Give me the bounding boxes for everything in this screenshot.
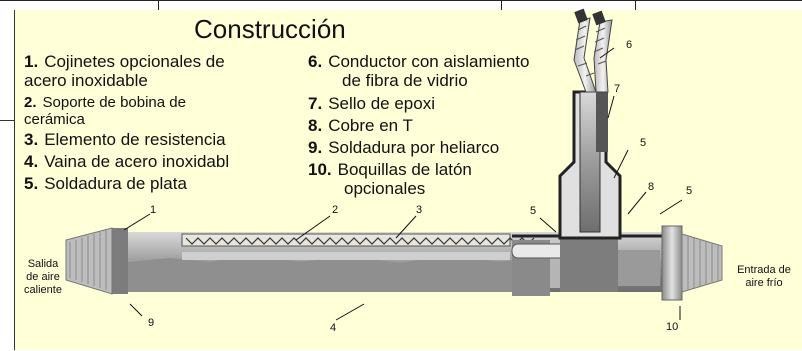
page-title: Construcción [194,14,346,44]
legend-item-8: 8. Cobre en T [308,116,413,135]
legend-text: Soldadura por heliarco [328,138,500,157]
callout-1: 1 [150,204,156,216]
left-fitting [112,228,128,294]
legend-text: Conductor con aislamiento [328,52,530,71]
callout-10: 10 [666,321,678,333]
ceramic-support [181,233,511,247]
legend-number: 5. [24,174,39,193]
top-divider [158,0,159,10]
callout-9: 9 [148,317,154,329]
top-divider [635,0,636,10]
epoxy-seal [596,92,608,152]
legend-item-4: 4. Vaina de acero inoxidabl [24,152,229,171]
hot-air-outlet-label: Salida de aire caliente [18,258,68,297]
legend-item-6: 6. Conductor con aislamiento de fibra de … [308,52,529,90]
legend-number: 10. [308,160,332,179]
label-line: Entrada de [737,264,791,276]
label-line: de aire [26,271,60,283]
legend-item-9: 9. Soldadura por heliarco [308,138,499,157]
legend-number: 4. [24,152,39,171]
legend-text: opcionales [344,179,426,198]
legend-text: de fibra de vidrio [342,71,468,90]
callout-7: 7 [614,83,620,95]
legend-number: 6. [308,52,323,71]
legend-text: Boquillas de latón [337,160,472,179]
legend-number: 8. [308,116,323,135]
legend-number: 7. [308,94,323,113]
legend-text: Sello de epoxi [328,94,435,113]
side-box [0,120,14,351]
t-fitting-neck [550,248,560,288]
legend-item-3: 3. Elemento de resistencia [24,130,226,149]
cold-air-inlet-label: Entrada de aire frío [728,264,800,290]
callout-8: 8 [648,181,654,193]
legend-text: Soporte de bobina de [42,94,186,111]
top-divider [501,0,502,10]
legend-item-10: 10. Boquillas de latón opcionales [308,160,472,198]
legend-text: Cojinetes opcionales de [44,52,225,71]
coil-lower-band [182,252,510,260]
left-end-cap [65,227,113,295]
callout-4: 4 [330,322,336,334]
callout-5b: 5 [640,137,646,149]
t-body [560,238,618,292]
t-right-neck [618,250,660,286]
legend-text: Soldadura de plata [44,174,187,193]
right-end-cap [661,225,723,301]
legend-item-1: 1. Cojinetes opcionales de acero inoxidab… [24,52,225,90]
inner-core [128,254,512,292]
legend-number: 2. [24,94,37,111]
callout-5a: 5 [530,205,536,217]
legend-item-5: 5. Soldadura de plata [24,174,187,193]
legend-number: 3. [24,130,39,149]
label-line: caliente [24,284,62,296]
legend-item-7: 7. Sello de epoxi [308,94,435,113]
legend-text: Vaina de acero inoxidabl [44,152,230,171]
top-border [0,0,802,1]
legend-text: acero inoxidable [24,71,148,90]
callout-3: 3 [416,204,422,216]
label-line: aire frío [745,277,783,289]
legend-text: Cobre en T [328,116,413,135]
callout-2: 2 [332,204,338,216]
legend-number: 1. [24,52,39,71]
label-line: Salida [27,258,59,270]
resistance-coil [185,237,535,245]
callout-6: 6 [626,39,632,51]
legend-text: cerámica [24,111,85,128]
leader-lines [123,47,683,321]
legend-item-2: 2. Soporte de bobina de cerámica [24,94,186,128]
callout-5c: 5 [686,185,692,197]
legend-number: 9. [308,138,323,157]
fiberglass-leads [573,8,613,93]
legend-text: Elemento de resistencia [44,130,226,149]
